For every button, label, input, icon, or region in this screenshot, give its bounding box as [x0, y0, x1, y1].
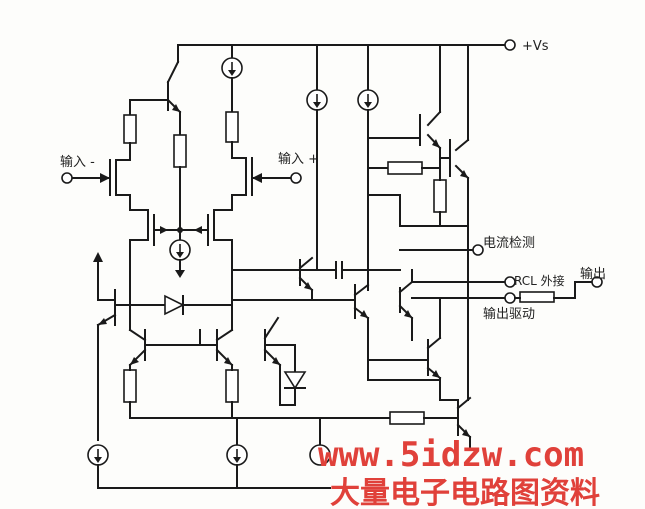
input-minus-terminal	[61, 172, 73, 184]
output-drive-label: 输出驱动	[483, 306, 535, 322]
output-label: 输出	[580, 266, 606, 282]
resistor-r5	[433, 179, 447, 213]
resistor-rcl	[519, 291, 555, 303]
lower-stage	[87, 252, 459, 489]
input-stage	[61, 44, 302, 331]
resistor-r7	[225, 369, 239, 403]
resistor-r1	[123, 114, 137, 144]
mid-stage	[231, 256, 414, 361]
input-plus-label: 输入 +	[278, 151, 319, 167]
diode-2	[283, 371, 307, 390]
input-plus-terminal	[290, 172, 302, 184]
watermark-url: www.5idzw.com	[318, 435, 584, 475]
output-drive-terminal	[504, 292, 516, 304]
current-sense-terminal	[472, 244, 484, 256]
output-terminal	[591, 276, 603, 288]
resistor-r2	[173, 134, 187, 168]
current-sense-label: 电流检测	[483, 236, 535, 251]
resistor-r8	[389, 411, 425, 425]
supply-terminal	[504, 39, 516, 51]
watermark-caption: 大量电子电路图资料	[330, 476, 600, 509]
resistor-r4	[387, 161, 423, 175]
resistor-r6	[123, 369, 137, 403]
bias-sources	[306, 44, 421, 291]
lower-output	[367, 297, 472, 451]
resistor-r3	[225, 111, 239, 143]
supply-label: +Vs	[522, 39, 549, 54]
rcl-label: RCL 外接	[514, 273, 565, 288]
diode-1	[164, 294, 185, 316]
rcl-terminal-a	[504, 276, 516, 288]
input-minus-label: 输入 -	[60, 154, 95, 170]
current-source-6	[309, 444, 331, 466]
output-stage	[367, 44, 470, 401]
